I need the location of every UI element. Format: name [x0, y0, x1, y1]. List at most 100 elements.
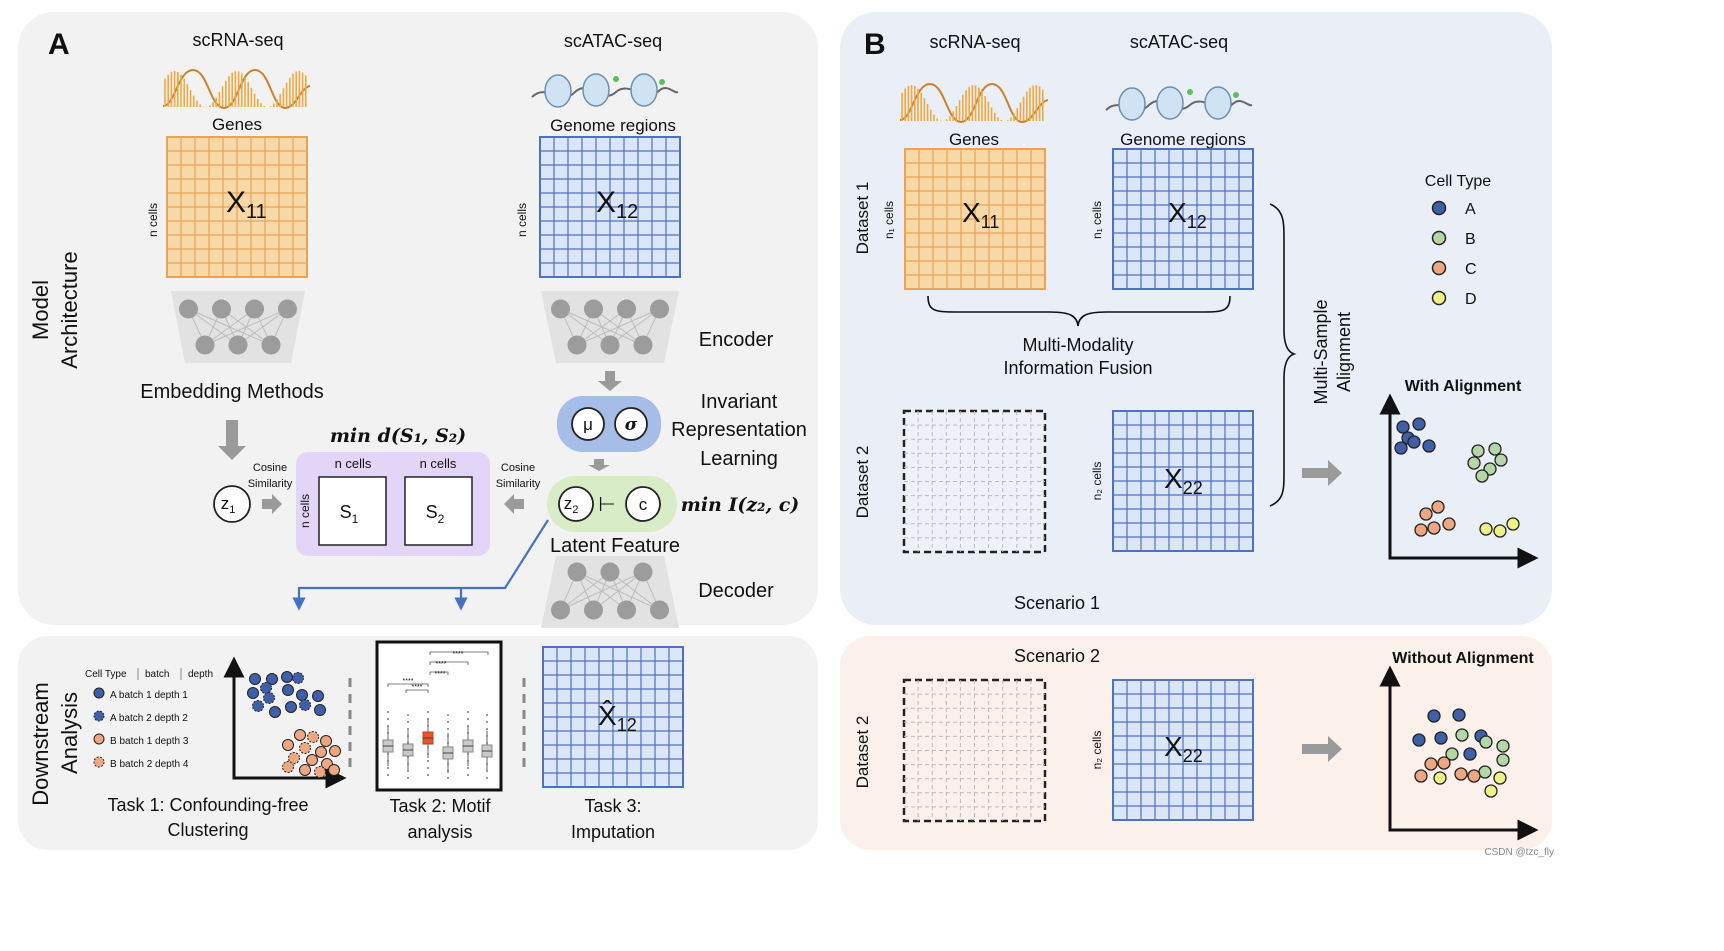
network-edge: [593, 571, 644, 611]
legend-item-2: A batch 2 depth 2: [110, 713, 188, 724]
downstream-label-2: Analysis: [57, 692, 82, 774]
task2-significance: ********************: [387, 651, 489, 693]
scatter-point: [1484, 784, 1498, 798]
scatter-point: [1467, 456, 1481, 470]
cosine-left-1: Cosine: [253, 462, 287, 474]
legend-dot-a: [1431, 200, 1447, 216]
network-node: [551, 299, 570, 319]
legend-header-depth: depth: [188, 669, 213, 680]
sig-mark: ****: [436, 661, 447, 668]
network-edge: [560, 571, 611, 611]
arrow-to-latent: [588, 459, 610, 471]
sig-bracket: [429, 651, 489, 655]
without-alignment-axes: [1379, 665, 1539, 841]
scatter-point: [1437, 756, 1451, 770]
network-node: [633, 335, 653, 355]
network-edge: [204, 308, 288, 346]
outlier-dot: [407, 714, 409, 716]
scatter-point: [1442, 517, 1456, 531]
network-node: [195, 335, 215, 355]
task1-point: [260, 682, 272, 694]
scatter-point: [1434, 731, 1448, 745]
b-genome-regions-label: Genome regions: [1120, 130, 1246, 149]
fusion-brace: [927, 295, 1231, 327]
network-node: [584, 600, 603, 620]
dataset1-label: Dataset 1: [853, 182, 872, 255]
b-scatac-title: scATAC-seq: [1130, 32, 1228, 52]
sigma-symbol: σ: [625, 415, 638, 435]
scatter-point: [1394, 441, 1408, 455]
b-matrix-x22-s2-label: X22: [1164, 731, 1203, 766]
n-cells-label: n cells: [515, 203, 529, 237]
scatter-point: [1414, 523, 1428, 537]
arrow-embedding-down: [218, 420, 246, 460]
s2-label: S2: [426, 502, 445, 526]
sig-bracket: [405, 689, 429, 693]
task1-label-2: Clustering: [167, 820, 248, 840]
scatter-point: [1494, 453, 1508, 467]
outlier-dot: [427, 767, 429, 769]
legend-header-celltype: Cell Type: [85, 669, 127, 680]
task1-point: [299, 699, 311, 711]
task1-label-1: Task 1: Confounding-free: [107, 795, 308, 815]
task1-point: [269, 706, 281, 718]
fusion-label-1: Multi-Modality: [1022, 335, 1133, 355]
scatter-point: [1506, 517, 1520, 531]
genome-regions-label: Genome regions: [550, 116, 676, 135]
scatter-point: [1478, 765, 1492, 779]
network-node: [261, 335, 281, 355]
task1-point: [314, 766, 326, 778]
n-cells-label: n cells: [146, 203, 160, 237]
b-matrix-x11-label: X11: [962, 197, 999, 232]
n2-cells-s2: n₂ cells: [1090, 731, 1104, 770]
task1-point: [296, 689, 308, 701]
outlier-dot: [427, 760, 429, 762]
task1-point: [282, 684, 294, 696]
task1-point: [281, 671, 293, 683]
missing-rna-matrix: [902, 409, 1047, 554]
task1-point: [252, 700, 264, 712]
b-gene-wave-icon: [899, 82, 1049, 124]
scatter-point: [1412, 417, 1426, 431]
z2-node: [558, 486, 594, 522]
scatter-point: [1407, 435, 1421, 449]
task1-point: [288, 752, 300, 764]
network-node: [600, 562, 620, 582]
task1-point: [294, 729, 306, 741]
b-chromatin-icon: [1105, 86, 1253, 121]
decoder-label: Decoder: [698, 580, 774, 602]
task1-point: [292, 672, 304, 684]
scatter-point: [1414, 769, 1428, 783]
task1-point: [299, 742, 311, 754]
sig-mark: ****: [453, 651, 464, 658]
sig-bracket: [429, 671, 449, 675]
task1-point: [285, 701, 297, 713]
outlier-dot: [467, 767, 469, 769]
cosine-right-1: Cosine: [501, 462, 535, 474]
task1-axes: [223, 656, 347, 789]
scatter-point: [1479, 735, 1493, 749]
min-mutual-info: min I(z₂, c): [681, 494, 800, 516]
scatter-point: [1463, 747, 1477, 761]
scenario1-label: Scenario 1: [1014, 593, 1100, 613]
network-node: [551, 600, 570, 620]
task3-label-2: Imputation: [571, 822, 655, 842]
b-scrna-title: scRNA-seq: [929, 32, 1020, 52]
b-matrix-x22-label: X22: [1164, 463, 1203, 498]
scatter-point: [1471, 444, 1485, 458]
outlier-dot: [467, 711, 469, 713]
dataset2-label: Dataset 2: [853, 446, 872, 519]
legend-dot-b: [1431, 230, 1447, 246]
n-cells-top-s1: n cells: [335, 456, 372, 471]
matrix-x12-imputed-label: X̂12: [598, 700, 637, 735]
msa-label-2: Alignment: [1334, 312, 1354, 392]
scatter-point: [1488, 442, 1502, 456]
scatter-point: [1433, 771, 1447, 785]
b-genes-label: Genes: [949, 130, 999, 149]
outlier-dot: [387, 767, 389, 769]
legend-label-b: B: [1465, 231, 1476, 248]
task3-label-1: Task 3:: [584, 796, 641, 816]
downstream-label-1: Downstream: [28, 682, 53, 805]
msa-label-1: Multi-Sample: [1311, 299, 1331, 404]
outlier-dot: [447, 721, 449, 723]
